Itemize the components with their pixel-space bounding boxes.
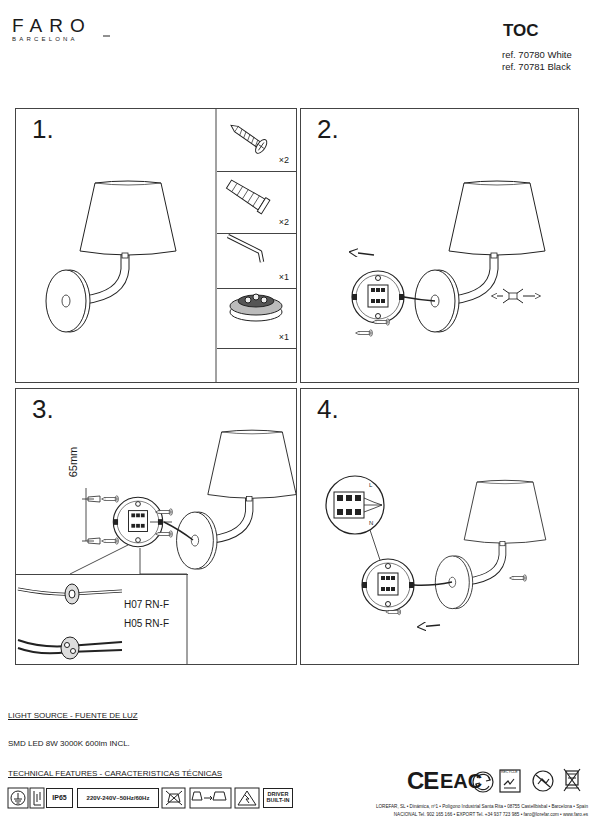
product-name: TOC xyxy=(503,22,539,41)
quantity: ×1 xyxy=(279,333,289,343)
parts-cell: ×2 xyxy=(217,172,297,234)
quantity: ×2 xyxy=(279,156,289,166)
parts-cell: ×1 xyxy=(217,234,297,289)
step-number: 2. xyxy=(317,115,339,144)
section-heading: TECHNICAL FEATURES - CARACTERISTICAS TÉC… xyxy=(8,770,222,779)
reference: ref. 70781 Black xyxy=(502,62,571,72)
ce-mark: CE xyxy=(407,768,438,794)
cable-inset: H07 RN-F H05 RN-F xyxy=(16,574,188,665)
parts-cell: ×2 xyxy=(217,109,297,172)
cable-type: H07 RN-F xyxy=(124,599,188,610)
terminal-label: N xyxy=(369,520,373,527)
step-panel: 4. xyxy=(300,388,579,665)
brand-city: BARCELONA xyxy=(12,36,78,43)
step-panel: 2. xyxy=(300,108,579,383)
spec-text: DRIVER BUILT-IN xyxy=(266,792,290,804)
terminal-label: L xyxy=(369,482,372,489)
eac-mark: EAC xyxy=(440,770,482,792)
step-panel: 1. ×2 ×2 ×1 ×1 xyxy=(15,108,297,383)
cable-type: H05 RN-F xyxy=(124,618,188,629)
reference: ref. 70780 White xyxy=(502,50,572,60)
spec-text: 220V-240V~50Hz/60Hz xyxy=(87,795,150,801)
quantity: ×1 xyxy=(279,273,289,283)
step-panel: 3. H07 RN-F H05 RN-F xyxy=(15,388,297,665)
step-number: 4. xyxy=(317,395,339,424)
quantity: ×2 xyxy=(279,218,289,228)
step-number: 3. xyxy=(32,395,54,424)
recycle-mark: RECYCLE xyxy=(501,771,518,775)
section-heading: LIGHT SOURCE - FUENTE DE LUZ xyxy=(8,712,138,721)
light-source: SMD LED 8W 3000K 600lm INCL. xyxy=(8,740,130,749)
parts-cell: ×1 xyxy=(217,289,297,349)
driver-box: DRIVER BUILT-IN xyxy=(263,788,293,808)
ip-rating-box: IP65 xyxy=(46,788,73,808)
spec-text: IP65 xyxy=(52,794,66,801)
step-number: 1. xyxy=(32,115,54,144)
brand-logo: FARO xyxy=(12,16,92,37)
voltage-box: 220V-240V~50Hz/60Hz xyxy=(77,788,159,808)
address: LOREFAR, SL • Dinámica, nº1 • Polígono I… xyxy=(376,804,588,809)
dimension: 65mm xyxy=(67,447,79,478)
address: NACIONAL Tel. 902 165 166 • EXPORT Tel. … xyxy=(394,812,588,817)
